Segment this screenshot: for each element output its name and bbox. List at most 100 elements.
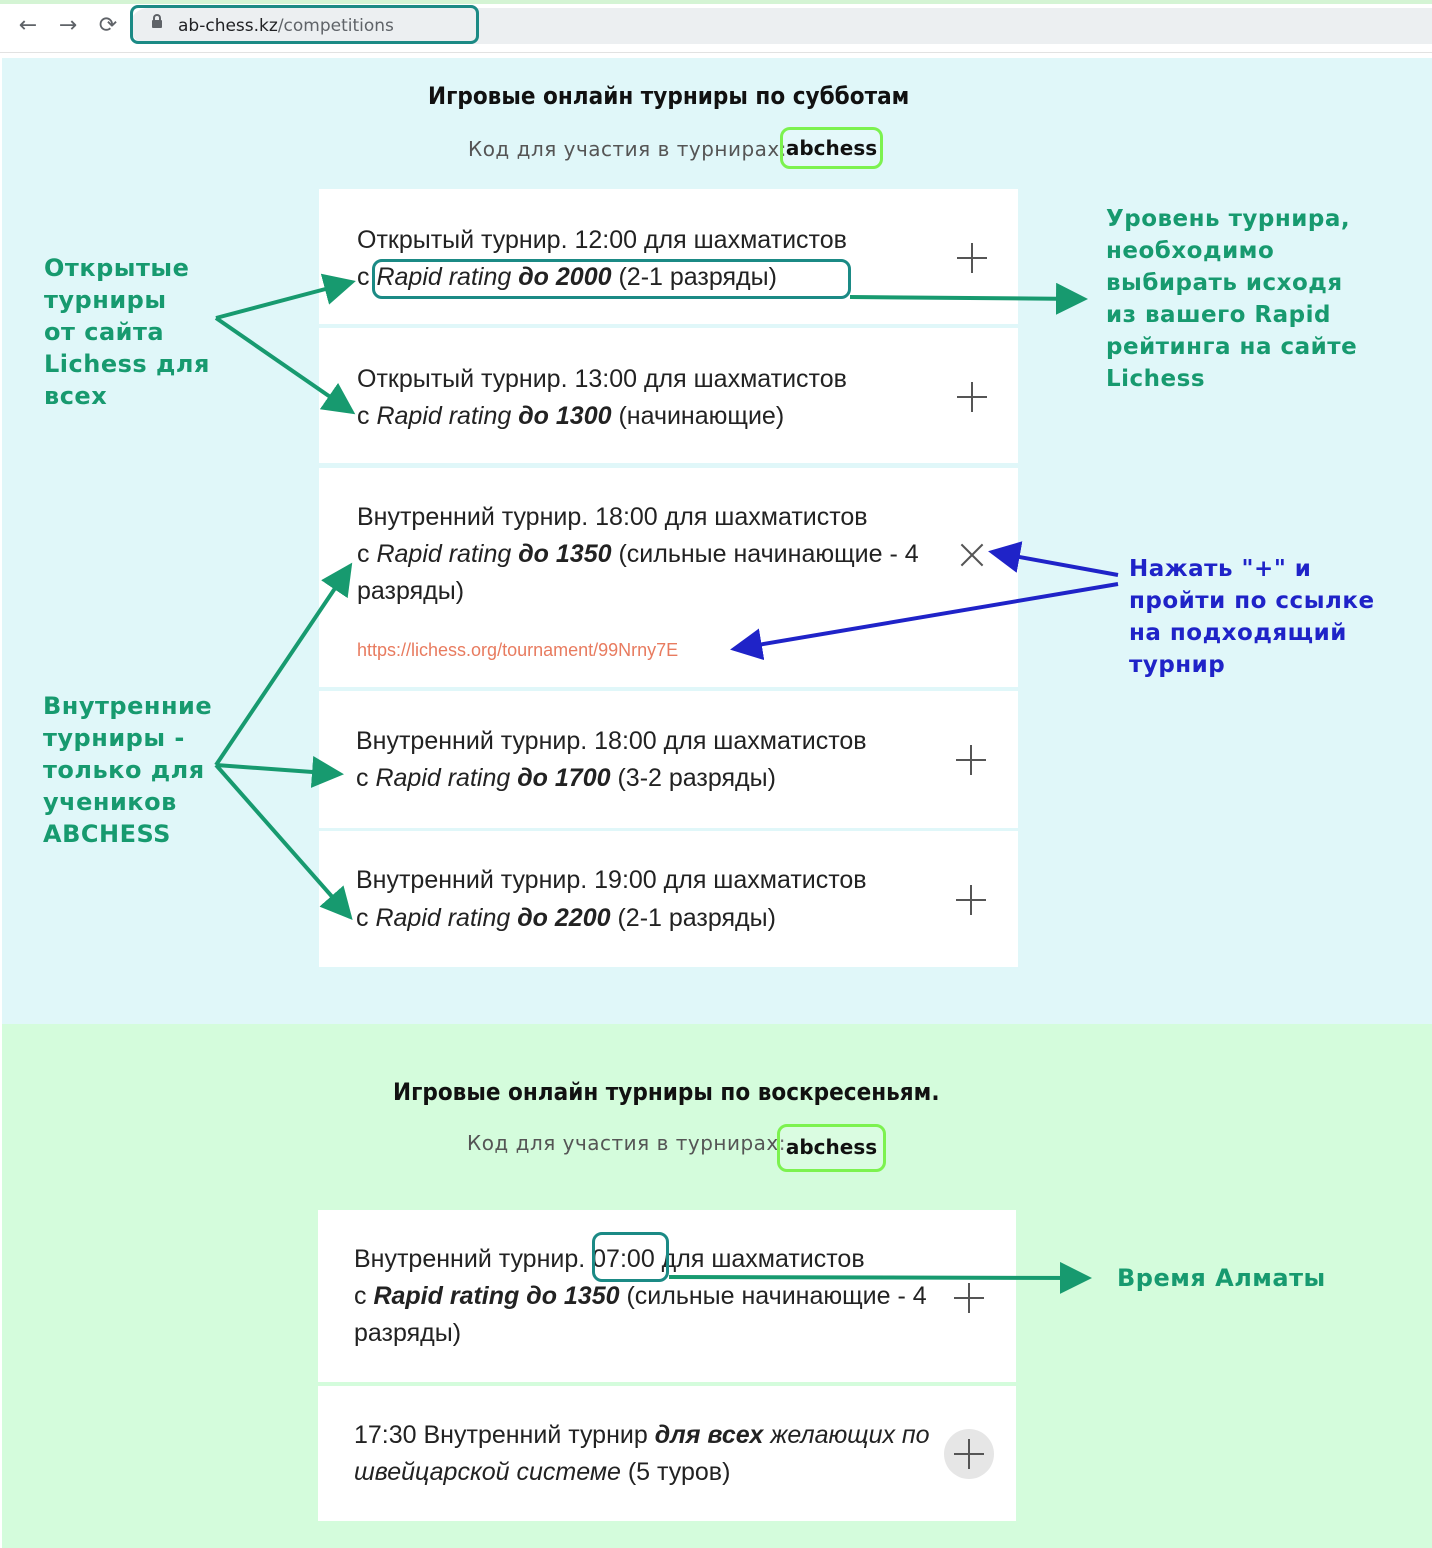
arrow-to-link bbox=[730, 582, 1119, 661]
card-prefix: с bbox=[357, 402, 377, 430]
expand-plus-icon[interactable] bbox=[957, 382, 987, 412]
card-rating: Rapid rating bbox=[376, 263, 512, 291]
lock-icon bbox=[152, 14, 162, 28]
annotation-line: Открытые bbox=[44, 254, 190, 282]
card-line1: Открытый турнир. 13:00 для шахматистов bbox=[357, 365, 847, 393]
rating-highlight-box bbox=[372, 259, 851, 299]
card-italic: желающих по bbox=[763, 1421, 930, 1449]
annotation-line: турниры bbox=[44, 286, 167, 314]
card-suffix: (начинающие) bbox=[611, 402, 785, 430]
card-suffix: (сильные начинающие - 4 bbox=[611, 540, 919, 568]
card-line2: с Rapid rating до 1350 (сильные начинающ… bbox=[354, 1278, 927, 1315]
annotation-line: Уровень турнира, bbox=[1106, 206, 1351, 232]
annotation-line: турнир bbox=[1129, 652, 1226, 678]
annotation-line: всех bbox=[44, 382, 108, 410]
annotation-line: от сайта bbox=[44, 318, 165, 346]
url-domain: ab-chess.kz bbox=[178, 16, 278, 36]
reload-icon[interactable]: ⟳ bbox=[98, 13, 118, 38]
card-line1: Внутренний турнир. 07:00 для шахматистов bbox=[354, 1241, 865, 1278]
arrow-time bbox=[668, 1261, 1092, 1294]
card-line2: с Rapid rating до 1350 (сильные начинающ… bbox=[357, 536, 919, 573]
card-limit: до 1350 bbox=[518, 540, 612, 568]
card-bold: для всех bbox=[654, 1421, 764, 1449]
card-line2: с Rapid rating до 1300 (начинающие) bbox=[357, 398, 784, 435]
annotation-line: ABCHESS bbox=[43, 820, 171, 848]
card-line1-start: Внутренний турнир. bbox=[354, 1245, 593, 1273]
tournament-link[interactable]: https://lichess.org/tournament/99Nrny7E bbox=[357, 640, 679, 660]
forward-arrow-icon[interactable]: → bbox=[58, 13, 78, 38]
card-suffix: (сильные начинающие - 4 bbox=[619, 1282, 927, 1310]
browser-toolbar: ← → ⟳ ab-chess.kz/competitions bbox=[0, 4, 1432, 53]
sunday-title: Игровые онлайн турниры по воскресеньям. bbox=[393, 1078, 940, 1106]
card-suffix: (3-2 разряды) bbox=[610, 764, 776, 792]
card-prefix: с bbox=[357, 263, 377, 291]
annotation-line: выбирать исходя bbox=[1106, 270, 1343, 296]
tournament-card: Открытый турнир. 13:00 для шахматистов с… bbox=[319, 328, 1018, 463]
arrow-internal-3 bbox=[214, 763, 353, 921]
annotation-line: на подходящий bbox=[1129, 620, 1347, 646]
address-bar[interactable]: ab-chess.kz/competitions bbox=[130, 8, 1432, 44]
tournament-card-expanded: Внутренний турнир. 18:00 для шахматистов… bbox=[319, 468, 1018, 687]
back-arrow-icon[interactable]: ← bbox=[18, 13, 38, 38]
card-rating-limit: Rapid rating до 1350 bbox=[373, 1282, 620, 1310]
card-limit: до 2000 bbox=[518, 263, 612, 291]
card-line2: с Rapid rating до 1700 (3-2 разряды) bbox=[356, 760, 776, 797]
annotation-line: из вашего Rapid bbox=[1106, 302, 1331, 328]
annotation-press-plus: Нажать "+" и пройти по ссылке на подходя… bbox=[1129, 553, 1375, 681]
arrow-open-2 bbox=[214, 316, 356, 415]
expand-plus-icon[interactable] bbox=[956, 745, 986, 775]
card-line1: Открытый турнир. 12:00 для шахматистов bbox=[357, 226, 847, 254]
annotation-line: необходимо bbox=[1106, 238, 1275, 264]
annotation-line: Внутренние bbox=[43, 692, 213, 720]
card-limit: до 1300 bbox=[518, 402, 612, 430]
annotation-internal-tournaments: Внутренние турниры - только для учеников… bbox=[43, 690, 212, 850]
tournament-card: Внутренний турнир. 18:00 для шахматистов… bbox=[319, 691, 1018, 828]
annotation-line: турниры - bbox=[43, 724, 185, 752]
expand-plus-icon[interactable] bbox=[957, 243, 987, 273]
card-suffix: (2-1 разряды) bbox=[610, 904, 776, 932]
saturday-code-value: abchess bbox=[780, 127, 883, 169]
card-line1-end: для шахматистов bbox=[654, 1245, 865, 1273]
expand-plus-button[interactable] bbox=[944, 1429, 994, 1479]
annotation-line: Lichess bbox=[1106, 366, 1206, 392]
card-line1: Внутренний турнир. 18:00 для шахматистов bbox=[356, 727, 867, 755]
card-italic: швейцарской системе bbox=[354, 1458, 621, 1486]
card-line1: Внутренний турнир. 18:00 для шахматистов bbox=[357, 503, 868, 531]
card-limit: до 2200 bbox=[517, 904, 611, 932]
time-highlight-box bbox=[592, 1232, 669, 1282]
arrow-internal-1 bbox=[214, 562, 353, 767]
expand-plus-icon[interactable] bbox=[954, 1283, 984, 1313]
tournament-card: Открытый турнир. 12:00 для шахматистов с… bbox=[319, 189, 1018, 324]
card-line2: швейцарской системе (5 туров) bbox=[354, 1454, 730, 1491]
card-prefix: с bbox=[357, 540, 377, 568]
saturday-code-label: Код для участия в турнирах: bbox=[468, 137, 787, 161]
arrow-internal-2 bbox=[215, 756, 344, 788]
tournament-card: Внутренний турнир. 19:00 для шахматистов… bbox=[319, 831, 1018, 967]
card-suffix: (2-1 разряды) bbox=[611, 263, 777, 291]
arrow-level bbox=[849, 282, 1088, 315]
saturday-title: Игровые онлайн турниры по субботам bbox=[428, 82, 910, 110]
sunday-code-label: Код для участия в турнирах: bbox=[467, 1131, 786, 1155]
url-path: /competitions bbox=[277, 16, 394, 36]
card-line3: разряды) bbox=[357, 577, 465, 605]
expand-plus-icon[interactable] bbox=[956, 885, 986, 915]
url-highlight-box bbox=[130, 5, 479, 44]
card-prefix: с bbox=[354, 1282, 374, 1310]
arrow-open-1 bbox=[215, 273, 356, 320]
card-rating: Rapid rating bbox=[375, 764, 511, 792]
card-line3: разряды) bbox=[354, 1319, 462, 1347]
tournament-card: 17:30 Внутренний турнир для всех желающи… bbox=[318, 1386, 1016, 1521]
annotation-level: Уровень турнира, необходимо выбирать исх… bbox=[1106, 203, 1357, 395]
card-prefix: с bbox=[356, 904, 376, 932]
annotation-line: учеников bbox=[43, 788, 177, 816]
plus-icon bbox=[954, 1439, 984, 1469]
card-lead: 17:30 Внутренний турнир bbox=[354, 1421, 655, 1449]
arrow-to-x bbox=[988, 541, 1119, 577]
card-rating: Rapid rating bbox=[376, 540, 512, 568]
annotation-line: Lichess для bbox=[44, 350, 210, 378]
annotation-line: Нажать "+" и bbox=[1129, 556, 1312, 582]
card-line1: Внутренний турнир. 19:00 для шахматистов bbox=[356, 866, 867, 894]
annotation-line: рейтинга на сайте bbox=[1106, 334, 1358, 360]
top-accent-line bbox=[0, 0, 1432, 4]
